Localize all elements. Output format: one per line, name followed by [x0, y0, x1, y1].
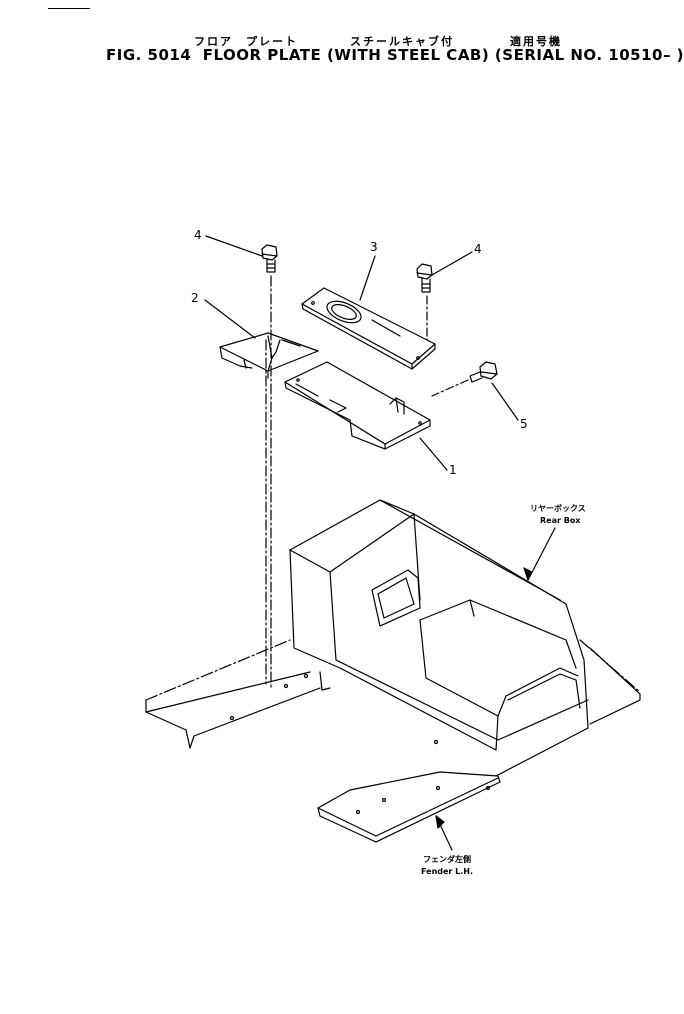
- callout-5: 5: [520, 417, 528, 431]
- cover-plate-3: [301, 287, 436, 370]
- fender-label-en: Fender L.H.: [421, 867, 473, 876]
- figure-title: FIG. 5014 FLOOR PLATE (WITH STEEL CAB) (…: [106, 46, 684, 64]
- callout-3: 3: [370, 240, 378, 254]
- callout-4-left: 4: [194, 228, 202, 242]
- parts-diagram: 4 3 4 2 5 1: [145, 228, 641, 876]
- jp-serial-label: 適用号機: [510, 35, 562, 48]
- leader-lines: [204, 235, 519, 471]
- header-rule: [48, 8, 90, 9]
- callout-4-right: 4: [474, 242, 482, 256]
- floor-base: [145, 639, 641, 843]
- callout-2: 2: [191, 291, 199, 305]
- fender-arrow: [435, 815, 453, 851]
- callout-1: 1: [449, 463, 457, 477]
- rear-box: [289, 499, 589, 777]
- bolt-right-icon: [416, 263, 433, 293]
- bolt-left-icon: [261, 244, 278, 273]
- figure-description: FLOOR PLATE (WITH STEEL CAB) (SERIAL NO.…: [202, 46, 684, 64]
- fender-label-jp: フェンダ左側: [423, 854, 471, 864]
- bolt-5-icon: [469, 361, 498, 383]
- rear-box-label-jp: リヤーボックス: [530, 503, 586, 513]
- jp-cab-label: スチールキャブ付: [350, 35, 454, 48]
- floor-plate-2: [219, 332, 319, 379]
- floor-plate-1: [284, 361, 431, 450]
- jp-part-name: フロア プレート: [194, 35, 298, 48]
- rear-box-arrow: [523, 527, 556, 581]
- rear-box-label-en: Rear Box: [540, 516, 581, 525]
- figure-number: FIG. 5014: [106, 46, 192, 64]
